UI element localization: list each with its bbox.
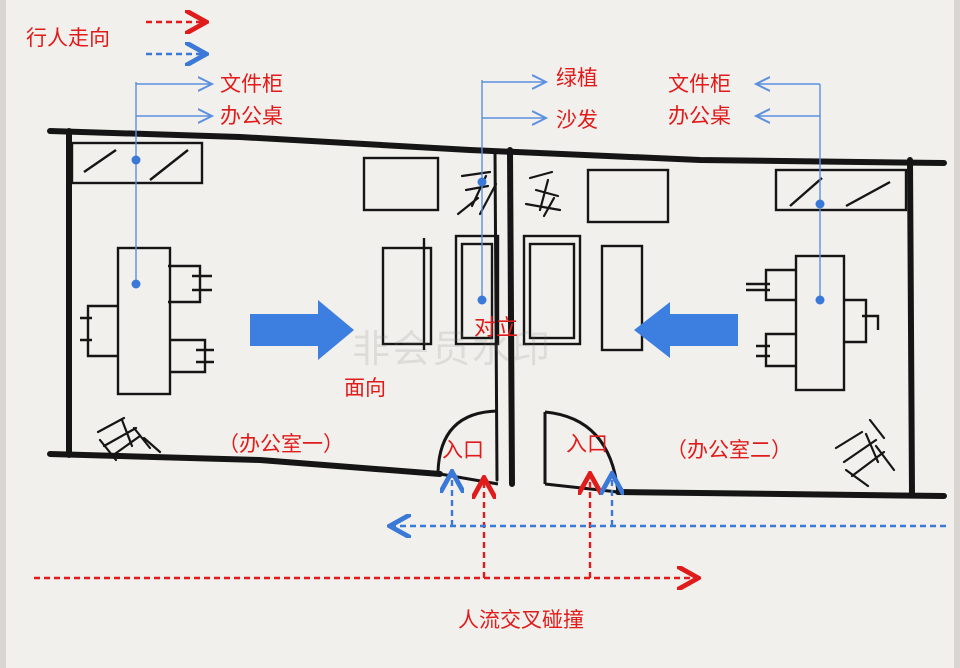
arrow-right-left-office — [250, 300, 354, 360]
callout-lines — [135, 80, 821, 300]
callout-dots — [131, 155, 825, 305]
plants — [96, 170, 896, 488]
label-flow-collision: 人流交叉碰撞 — [458, 608, 584, 632]
label-desk-left: 办公桌 — [220, 104, 283, 128]
label-facing: 面向 — [344, 376, 386, 400]
label-cabinet-right: 文件柜 — [668, 72, 731, 96]
desks-left — [80, 246, 214, 396]
legend-label: 行人走向 — [26, 26, 110, 50]
label-plant: 绿植 — [556, 66, 598, 90]
label-office-one: （办公室一） — [218, 432, 344, 456]
label-sofa: 沙发 — [556, 108, 598, 132]
label-desk-right: 办公桌 — [668, 104, 731, 128]
label-office-two: （办公室二） — [666, 438, 792, 462]
middle-furniture — [362, 156, 670, 352]
cabinet-right — [774, 168, 908, 212]
flow-red — [34, 476, 696, 578]
watermark: 非会员水印 — [352, 327, 553, 371]
desks-right — [746, 254, 880, 392]
label-entrance-right: 入口 — [566, 432, 608, 456]
cabinet-left — [70, 141, 204, 185]
flow-blue — [392, 474, 946, 526]
label-opposed: 对立 — [474, 316, 519, 341]
arrow-left-right-office — [634, 302, 738, 358]
label-cabinet-left: 文件柜 — [220, 72, 283, 96]
label-entrance-left: 入口 — [442, 438, 484, 462]
building-walls — [47, 128, 947, 499]
